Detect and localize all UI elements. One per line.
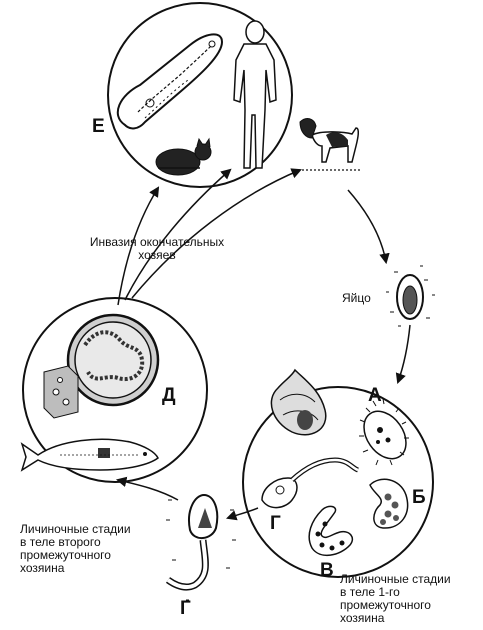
label-a: А — [368, 385, 382, 407]
cercaria-outer-drawing — [166, 495, 236, 600]
sporocyst-drawing — [309, 506, 352, 555]
snail-shell-drawing — [271, 370, 325, 435]
label-d: Д — [162, 385, 176, 407]
egg-drawing — [386, 266, 435, 326]
invasion-label: Инвазия окончательных хозяев — [72, 236, 242, 262]
egg-label: Яйцо — [342, 292, 371, 305]
adult-fluke-drawing — [118, 34, 222, 128]
human-figure — [234, 21, 276, 168]
label-e: Е — [92, 116, 105, 138]
dog-drawing — [298, 119, 360, 170]
label-b: Б — [412, 487, 426, 509]
cat-drawing — [156, 139, 211, 175]
label-g-outer: Г — [180, 598, 191, 620]
second-host-stage-text: Личиночные стадии в теле второго промежу… — [20, 523, 170, 575]
arrow-dog-to-egg — [348, 190, 386, 262]
label-v: В — [320, 560, 334, 582]
redia-drawing — [370, 479, 408, 528]
cercaria-inner-drawing — [262, 460, 358, 508]
metacercaria-cyst-drawing — [68, 315, 158, 405]
first-host-stage-text: Личиночные стадии в теле 1-го промежуточ… — [340, 573, 480, 625]
fish-drawing — [22, 439, 158, 470]
arrow-second-host-to-fish-area — [118, 480, 178, 500]
arrow-egg-to-first-host — [398, 325, 410, 382]
fish-tissue-block-drawing — [44, 366, 78, 418]
label-g-inner: Г — [270, 513, 281, 535]
miracidium-drawing — [355, 399, 414, 467]
